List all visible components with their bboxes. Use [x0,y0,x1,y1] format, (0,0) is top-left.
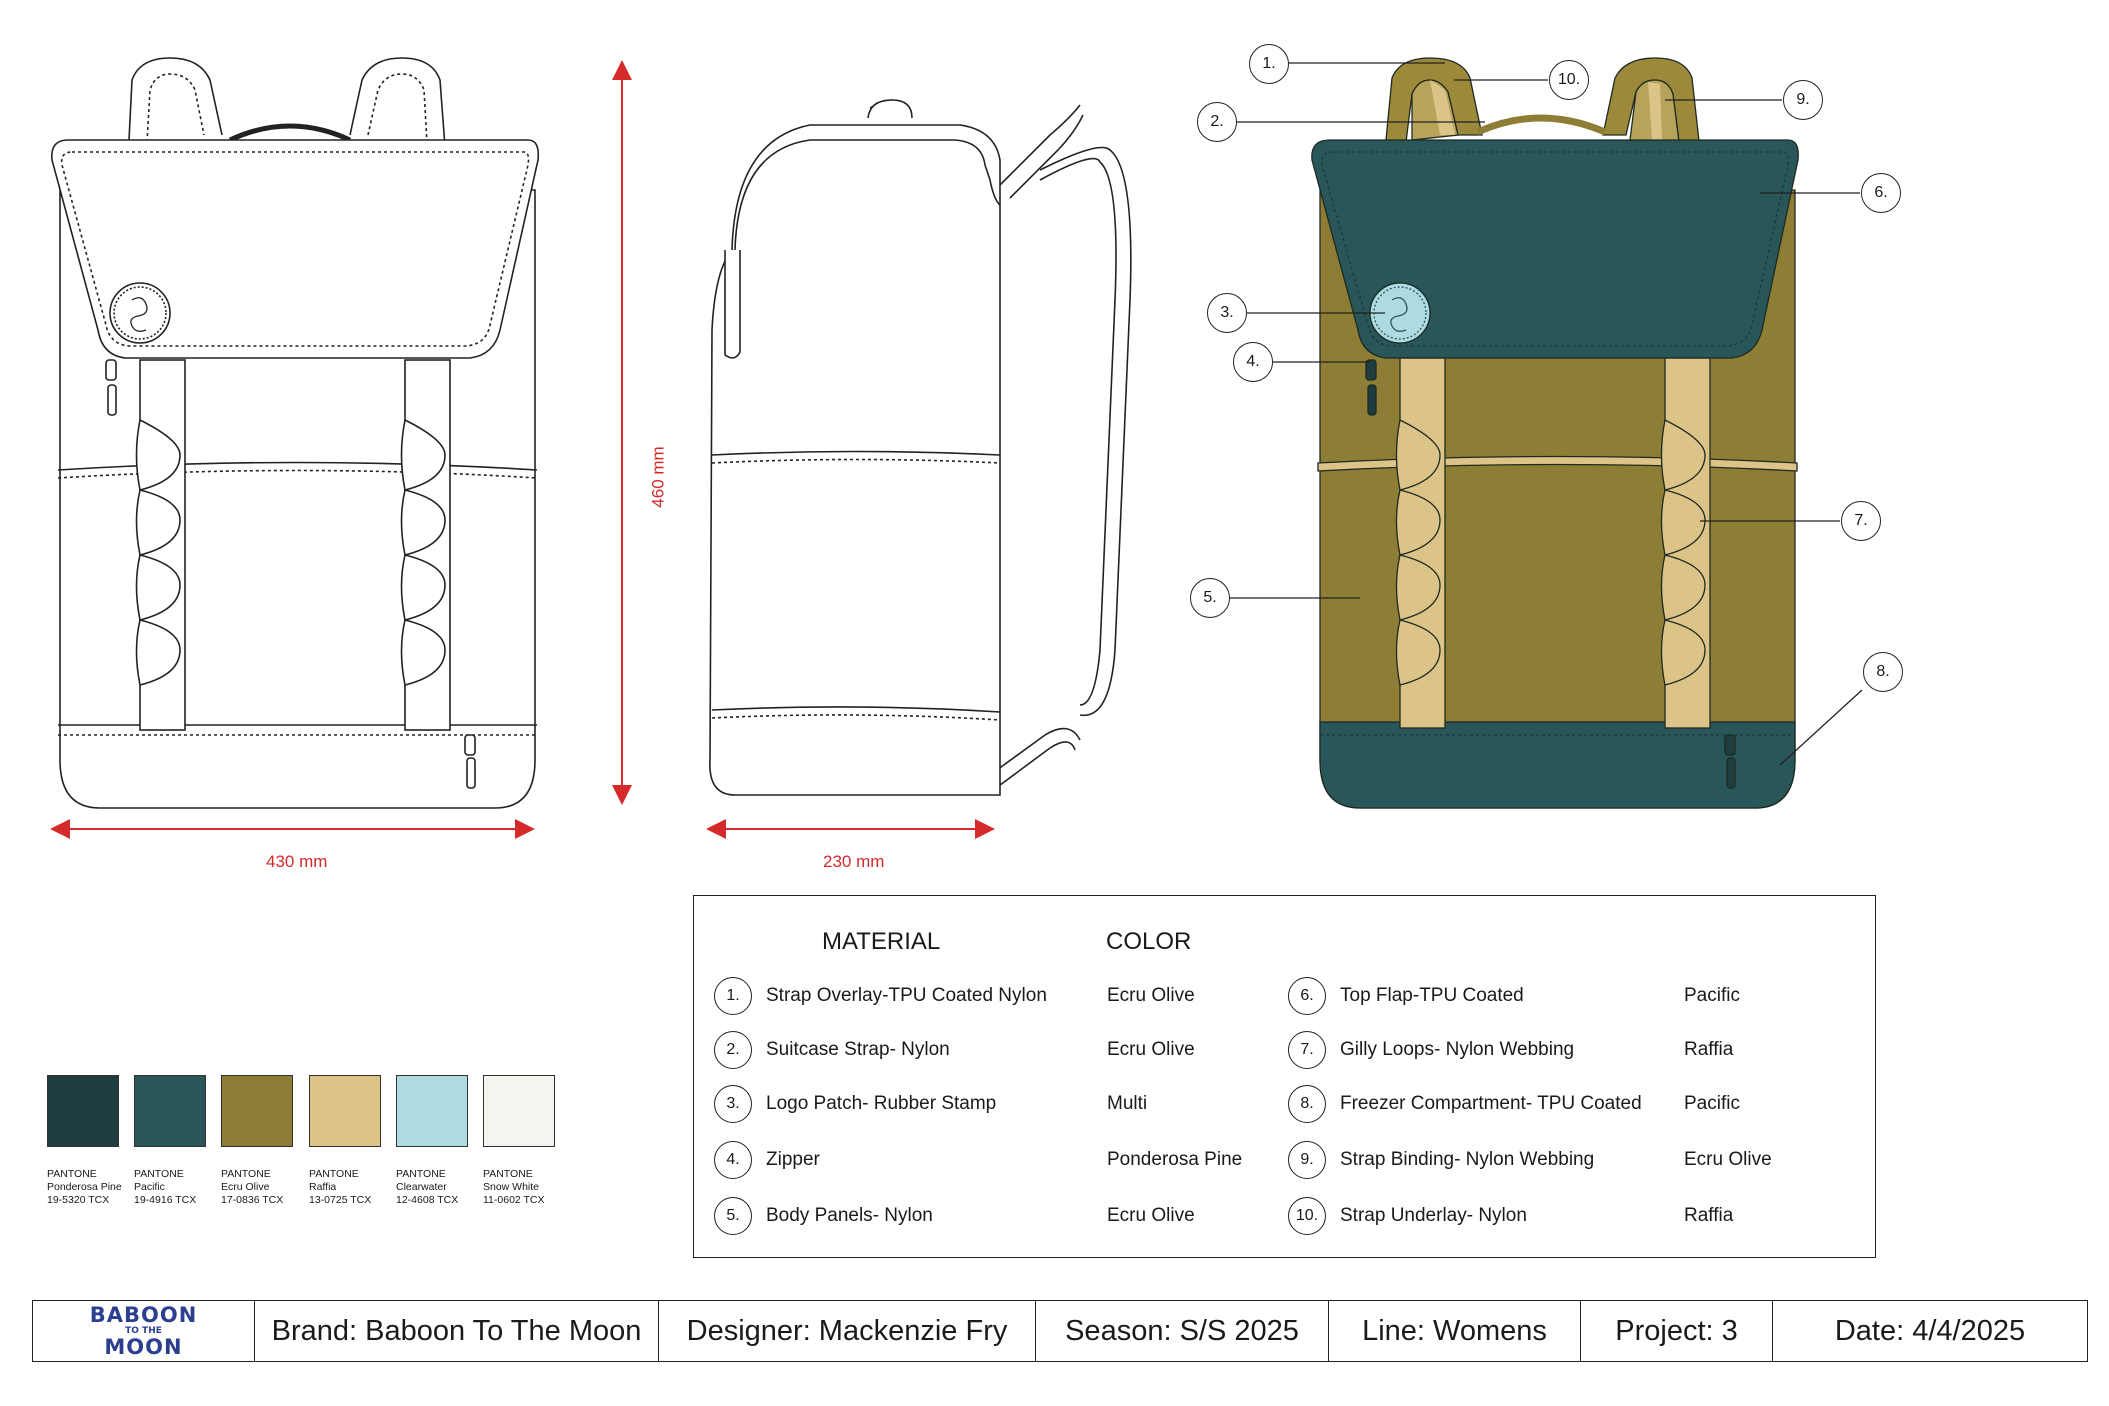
project-field: Project: 3 [1581,1301,1773,1361]
swatch-raffia [309,1075,381,1147]
freezer-compartment-colored [1319,721,1796,809]
material-row: 2. Suitcase Strap- Nylon [714,1030,950,1070]
material-name: Body Panels- Nylon [766,1205,933,1226]
side-view-outline [709,99,1132,796]
front-top-flap [51,139,540,359]
swatch-pacific [134,1075,206,1147]
material-name: Strap Binding- Nylon Webbing [1340,1149,1595,1170]
material-color: Multi [1107,1093,1148,1114]
callout-1: 1. [1249,44,1289,84]
swatch-ponderosa-pine [47,1075,119,1147]
material-name: Strap Overlay-TPU Coated Nylon [766,985,1047,1006]
callout-6: 6. [1861,173,1901,213]
designer-field: Designer: Mackenzie Fry [659,1301,1036,1361]
callout-10: 10. [1549,60,1589,100]
material-name: Top Flap-TPU Coated [1340,985,1524,1006]
material-color: Ecru Olive [1107,1039,1195,1060]
material-row: 10. Strap Underlay- Nylon [1288,1196,1527,1236]
material-name: Strap Underlay- Nylon [1340,1205,1527,1226]
material-row: 9. Strap Binding- Nylon Webbing [1288,1140,1594,1180]
width-dimension-label: 430 mm [266,852,328,871]
row-number: 5. [714,1197,752,1235]
brand-logo: BABOON TO THE MOON [33,1301,255,1361]
title-block: BABOON TO THE MOON Brand: Baboon To The … [32,1300,2088,1362]
row-number: 10. [1288,1197,1326,1235]
brand-field: Brand: Baboon To The Moon [255,1301,659,1361]
callout-leaders [1230,62,1863,766]
colored-front-view [1311,57,1799,809]
material-name: Gilly Loops- Nylon Webbing [1340,1039,1575,1060]
material-color: Ponderosa Pine [1107,1149,1243,1170]
callout-5: 5. [1190,578,1230,618]
material-row: 5. Body Panels- Nylon [714,1196,933,1236]
row-number: 1. [714,977,752,1015]
swatch-snow-white [483,1075,555,1147]
season-field: Season: S/S 2025 [1036,1301,1329,1361]
top-flap-colored [1311,139,1799,359]
swatch-clearwater [396,1075,468,1147]
side-body [709,124,1001,796]
date-field: Date: 4/4/2025 [1834,1314,2026,1347]
callout-4: 4. [1233,342,1273,382]
row-number: 7. [1288,1031,1326,1069]
row-number: 6. [1288,977,1326,1015]
dimension-lines [50,60,995,839]
height-dimension-label: 460 mm [648,446,668,508]
callout-8: 8. [1863,652,1903,692]
material-color: Pacific [1684,985,1740,1006]
material-row: 8. Freezer Compartment- TPU Coated [1288,1084,1642,1124]
color-header: COLOR [1106,928,1192,955]
material-color: Raffia [1684,1039,1734,1060]
row-number: 8. [1288,1085,1326,1123]
material-color: Raffia [1684,1205,1734,1226]
logo-line: TO THE [125,1325,162,1336]
callout-9: 9. [1783,80,1823,120]
row-number: 2. [714,1031,752,1069]
front-view-outline [51,57,540,809]
material-color: Ecru Olive [1107,985,1195,1006]
material-row: 7. Gilly Loops- Nylon Webbing [1288,1030,1574,1070]
material-color: Ecru Olive [1107,1205,1195,1226]
callout-7: 7. [1841,501,1881,541]
logo-line: BABOON [89,1302,198,1327]
depth-dimension-label: 230 mm [823,852,885,871]
logo-line: MOON [104,1334,183,1359]
left-shoulder-strap [127,57,223,161]
swatch-ecru-olive [221,1075,293,1147]
row-number: 9. [1288,1141,1326,1179]
material-color: Pacific [1684,1093,1740,1114]
material-name: Suitcase Strap- Nylon [766,1039,950,1060]
material-table: MATERIAL COLOR 1. Strap Overlay-TPU Coat… [693,895,1876,1258]
material-row: 3. Logo Patch- Rubber Stamp [714,1084,996,1124]
material-row: 1. Strap Overlay-TPU Coated Nylon [714,976,1047,1016]
material-name: Zipper [766,1149,820,1170]
row-number: 3. [714,1085,752,1123]
right-shoulder-strap [349,57,447,161]
material-name: Logo Patch- Rubber Stamp [766,1093,997,1114]
line-field: Line: Womens [1329,1301,1581,1361]
callout-3: 3. [1207,293,1247,333]
material-row: 6. Top Flap-TPU Coated [1288,976,1524,1016]
row-number: 4. [714,1141,752,1179]
material-color: Ecru Olive [1684,1149,1772,1170]
material-row: 4. Zipper [714,1140,820,1180]
callout-2: 2. [1197,102,1237,142]
material-header: MATERIAL [822,928,941,955]
material-name: Freezer Compartment- TPU Coated [1340,1093,1642,1114]
